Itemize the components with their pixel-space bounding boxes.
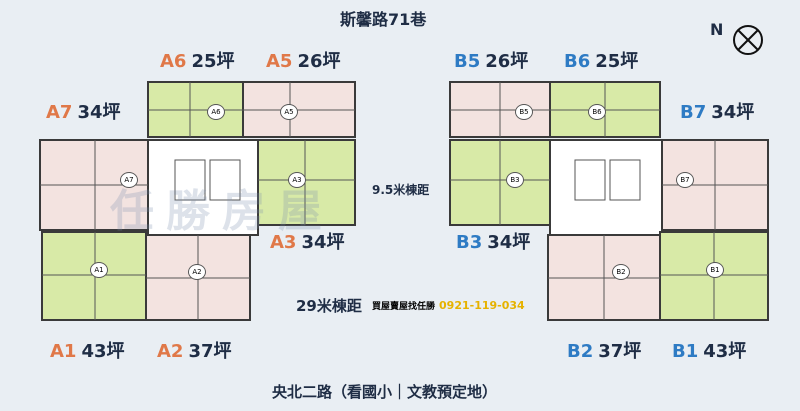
unit-size: 26坪: [297, 51, 341, 72]
plan-tag: B6: [588, 104, 606, 120]
unit-code: A5: [266, 51, 293, 72]
unit-size: 25坪: [595, 51, 639, 72]
watermark: 任勝房屋: [110, 186, 334, 237]
unit-code: B7: [680, 102, 707, 123]
plan-tag: B7: [676, 172, 694, 188]
contact-text: 買屋賣屋找任勝: [372, 302, 436, 312]
plan-tag: A1: [90, 262, 108, 278]
unit-code: A3: [270, 232, 297, 253]
unit-code: B6: [564, 51, 591, 72]
plan-tag: A5: [280, 104, 298, 120]
unit-a3-room: [257, 139, 356, 226]
unit-code: B1: [672, 341, 699, 362]
unit-code: A7: [46, 102, 73, 123]
unit-code: A1: [50, 341, 77, 362]
core-b: [549, 139, 663, 236]
plan-tag: B5: [515, 104, 533, 120]
unit-size: 25坪: [191, 51, 235, 72]
plan-tag: B3: [506, 172, 524, 188]
contact-phone: 0921-119-034: [439, 299, 525, 312]
unit-code: B5: [454, 51, 481, 72]
unit-size: 34坪: [711, 102, 755, 123]
unit-size: 26坪: [485, 51, 529, 72]
unit-code: B2: [567, 341, 594, 362]
street-top: 斯馨路71巷: [340, 10, 427, 29]
distance-middle: 9.5米棟距: [372, 183, 430, 197]
unit-size: 34坪: [77, 102, 121, 123]
unit-code: A2: [157, 341, 184, 362]
plan-tag: B2: [612, 264, 630, 280]
plan-tag: A6: [207, 104, 225, 120]
unit-size: 37坪: [598, 341, 642, 362]
plan-tag: B1: [706, 262, 724, 278]
unit-size: 34坪: [301, 232, 345, 253]
plan-tag: A7: [120, 172, 138, 188]
distance-bottom: 29米棟距: [296, 297, 362, 315]
street-bottom: 央北二路（看國小｜文教預定地）: [272, 383, 498, 401]
plan-tag: A2: [188, 264, 206, 280]
unit-size: 43坪: [703, 341, 747, 362]
unit-code: A6: [160, 51, 187, 72]
plan-tag: A3: [288, 172, 306, 188]
unit-size: 43坪: [81, 341, 125, 362]
compass-icon: [733, 25, 763, 55]
unit-code: B3: [456, 232, 483, 253]
unit-size: 34坪: [487, 232, 531, 253]
unit-size: 37坪: [188, 341, 232, 362]
north-label: N: [710, 20, 724, 39]
